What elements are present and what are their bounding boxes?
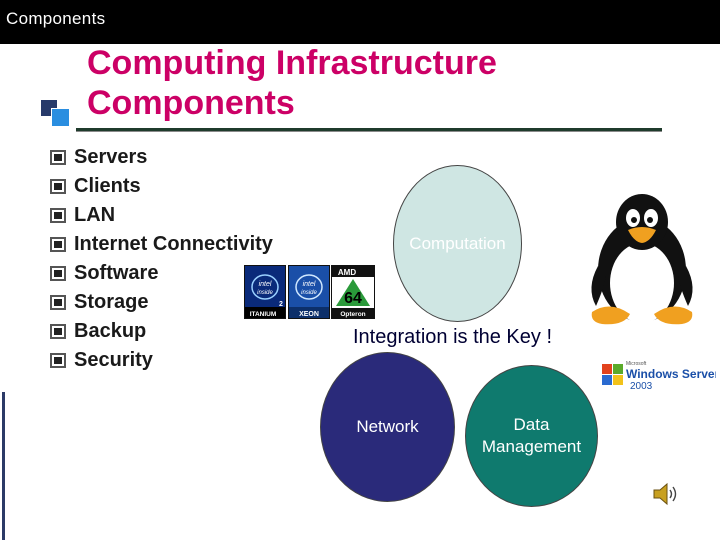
data-label-line1: Data [513,415,550,434]
top-bar: Components [0,0,720,44]
bullet-list: Servers Clients LAN Internet Connectivit… [50,143,273,375]
svg-text:inside: inside [257,290,273,296]
bullet-icon [50,208,66,223]
amd-text: AMD [338,268,356,277]
data-management-label: Data Management [482,414,581,458]
bullet-icon [50,150,66,165]
bullet-item: Servers [50,143,273,172]
data-management-circle: Data Management [465,365,598,507]
bullet-item: Software [50,259,273,288]
bullet-text: Storage [74,291,149,313]
windows-line2-text: 2003 [630,381,653,392]
speaker-icon[interactable] [652,482,680,506]
network-label: Network [356,417,419,436]
bullet-icon [50,266,66,281]
bullet-icon [50,324,66,339]
bullet-icon [50,353,66,368]
bullet-icon [50,295,66,310]
intel1-brand-text: ITANIUM [250,311,277,318]
svg-text:2: 2 [279,301,283,308]
bullet-text: Security [74,349,153,371]
title-line-2: Components [87,84,295,122]
bullet-item: Storage [50,288,273,317]
bullet-text: Software [74,262,159,284]
bullet-text: LAN [74,204,116,226]
svg-text:inside: inside [301,290,317,296]
windows-server-logo: Microsoft Windows Server 2003 [600,358,716,394]
bullet-item: Internet Connectivity [50,230,273,259]
svg-text:intel: intel [303,281,316,288]
computation-label: Computation [409,233,506,253]
svg-text:intel: intel [259,281,272,288]
windows-line1-text: Windows Server [626,367,716,381]
bullet-item: Security [50,346,273,375]
left-accent-line [2,392,5,540]
title-square-blue [51,108,70,127]
intel-xeon-logo: intel inside XEON [288,265,330,319]
bullet-text: Clients [74,175,141,197]
data-label-line2: Management [481,437,582,456]
svg-text:Microsoft: Microsoft [626,361,647,367]
bullet-text: Servers [74,146,148,168]
title-line-1: Computing Infrastructure [87,44,497,82]
bullet-icon [50,237,66,252]
integration-text: Integration is the Key ! [353,326,553,348]
title-underline [76,128,662,131]
network-circle: Network [320,352,455,502]
amd-brand-text: Opteron [340,311,365,318]
computation-circle: Computation [393,165,522,322]
slide-title: Computing Infrastructure Components [87,43,497,123]
amd-opteron-logo: AMD 64 Opteron [331,265,375,319]
bullet-text: Backup [74,320,147,342]
header-label: Components [6,9,106,28]
linux-penguin-image [591,194,693,325]
bullet-text: Internet Connectivity [74,233,273,255]
title-underline-shadow [76,131,662,132]
intel2-brand-text: XEON [299,311,319,318]
bullet-item: Backup [50,317,273,346]
bullet-item: Clients [50,172,273,201]
amd-64-text: 64 [344,290,362,307]
bullet-item: LAN [50,201,273,230]
intel-itanium-logo: intel inside ITANIUM 2 [244,265,286,319]
bullet-icon [50,179,66,194]
